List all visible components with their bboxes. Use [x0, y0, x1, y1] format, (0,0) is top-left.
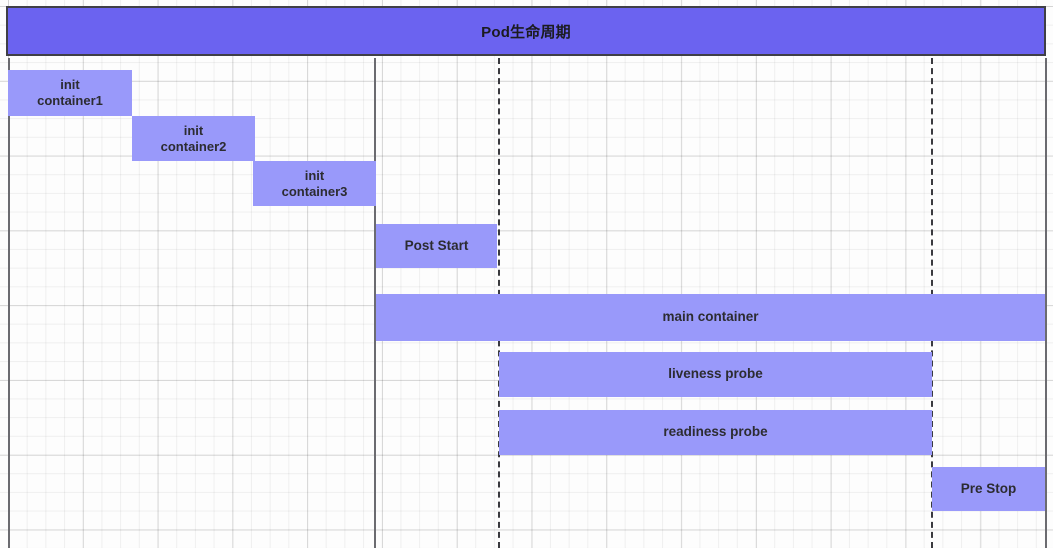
bar-init-container-1: init container1	[8, 70, 132, 116]
bar-init-container-3: init container3	[253, 161, 376, 206]
bar-label-liveness-probe: liveness probe	[668, 366, 763, 382]
bar-label-init-container-2: init container2	[160, 122, 227, 154]
bar-label-init-container-3: init container3	[281, 167, 348, 199]
bar-label-post-start: Post Start	[404, 237, 469, 253]
bar-liveness-probe: liveness probe	[499, 352, 932, 397]
separator-canvas-right-edge	[1045, 58, 1047, 548]
bar-init-container-2: init container2	[132, 116, 255, 161]
diagram-title-bar: Pod生命周期	[6, 6, 1046, 56]
bar-main-container: main container	[376, 294, 1045, 341]
bar-pre-stop: Pre Stop	[932, 467, 1045, 511]
page-title: Pod生命周期	[481, 23, 571, 41]
bar-readiness-probe: readiness probe	[499, 410, 932, 455]
separator-init-phase-end	[374, 58, 376, 548]
bar-post-start: Post Start	[376, 224, 497, 268]
bar-label-main-container: main container	[662, 309, 759, 325]
bar-label-init-container-1: init container1	[37, 77, 103, 108]
separator-canvas-left-edge	[8, 58, 10, 548]
bar-label-pre-stop: Pre Stop	[960, 480, 1017, 496]
bar-label-readiness-probe: readiness probe	[663, 424, 768, 440]
